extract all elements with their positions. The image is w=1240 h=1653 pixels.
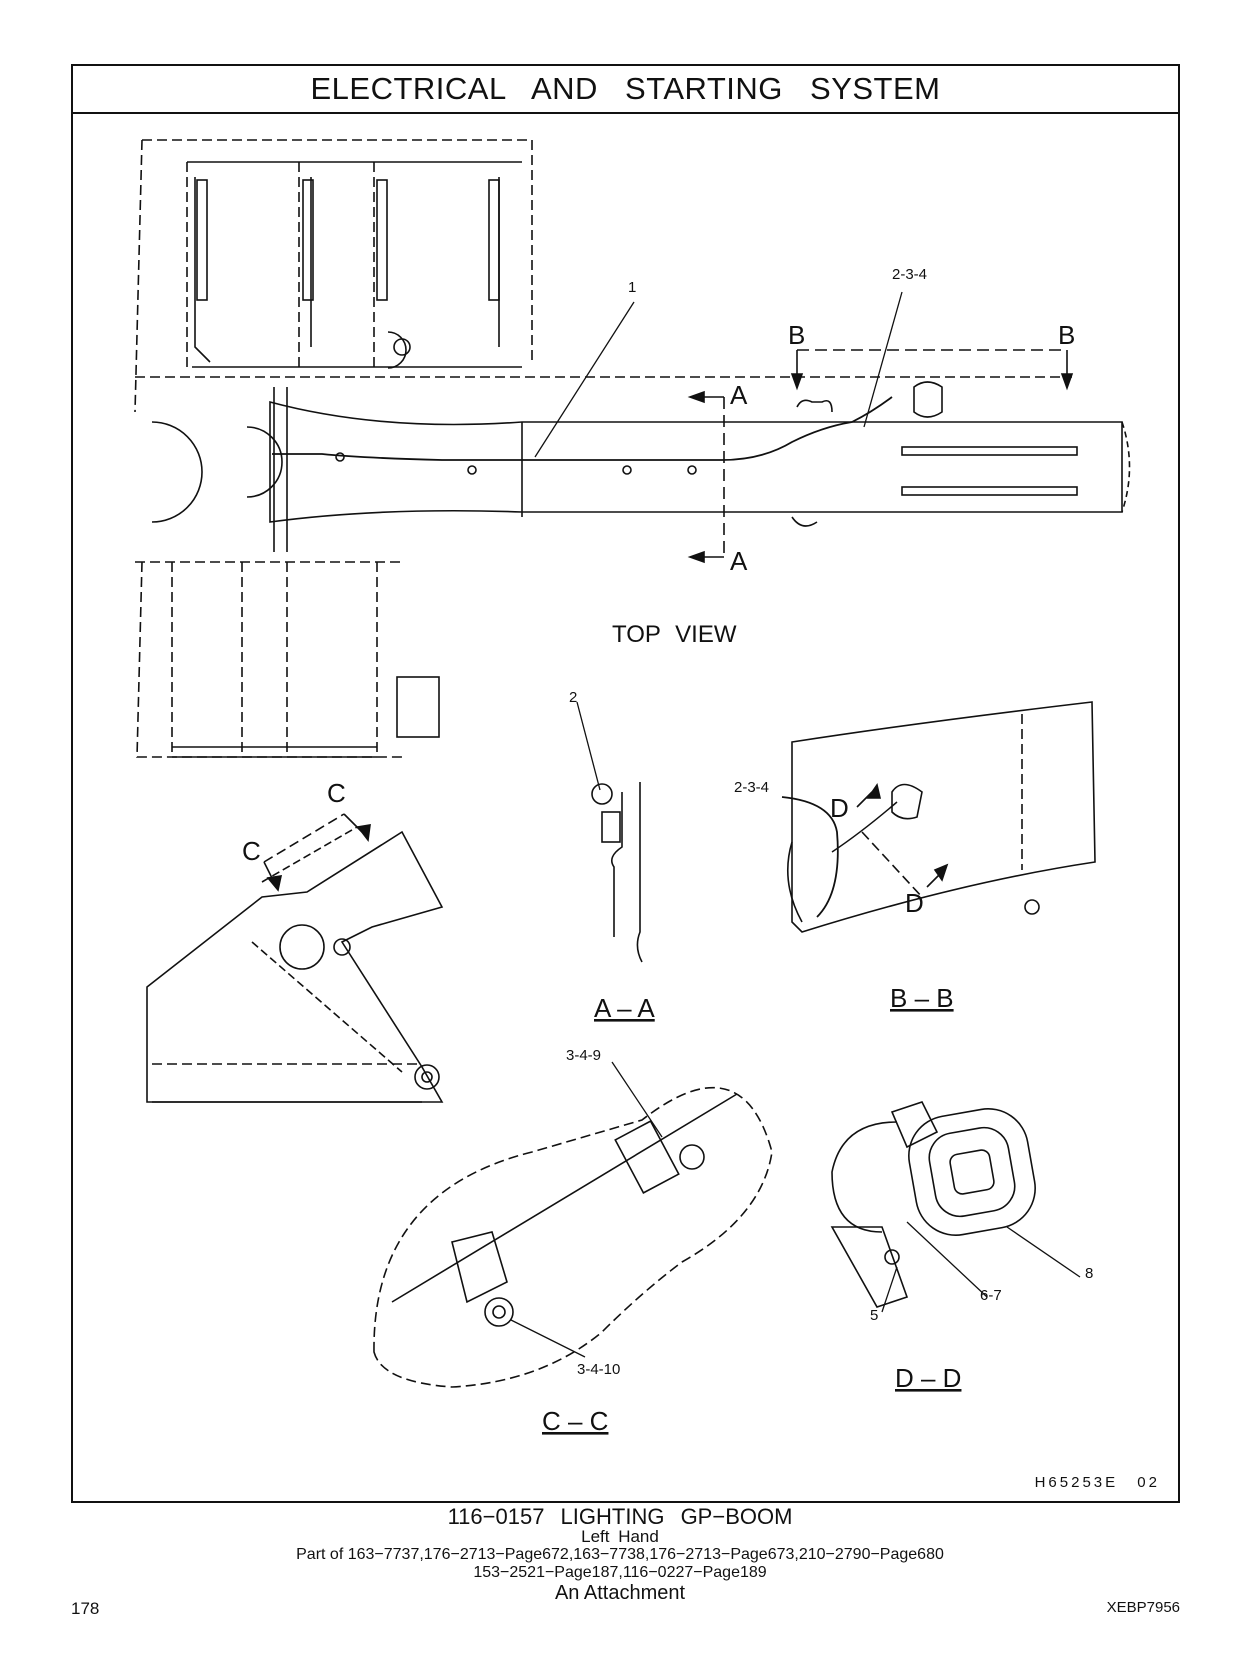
figure-caption: 116−0157 LIGHTING GP−BOOM Left Hand Part…	[0, 1504, 1240, 1605]
marker-c-upper: C	[327, 778, 346, 808]
section-aa-title: A – A	[594, 993, 655, 1023]
callout-1: 1	[628, 279, 636, 296]
section-bb-drawing	[781, 701, 1096, 933]
page-number: 178	[71, 1599, 100, 1618]
callout-bb-2-3-4: 2-3-4	[734, 779, 769, 796]
title-bar: ELECTRICAL AND STARTING SYSTEM	[73, 66, 1178, 114]
callout-dd-6-7: 6-7	[980, 1287, 1002, 1304]
section-cc-drawing	[146, 813, 444, 1103]
caption-subtitle: Left Hand	[581, 1527, 659, 1546]
top-view-drawing	[134, 139, 1131, 758]
section-aa-drawing	[576, 701, 643, 963]
page-title: ELECTRICAL AND STARTING SYSTEM	[310, 71, 941, 106]
illustration-code: H65253E 02	[1034, 1474, 1160, 1491]
section-dd-title: D – D	[895, 1363, 961, 1393]
marker-d-upper: D	[830, 793, 849, 823]
caption-part-of-line2: 153−2521−Page187,116−0227−Page189	[473, 1564, 767, 1581]
drawing-frame: ELECTRICAL AND STARTING SYSTEM	[71, 64, 1180, 1503]
caption-title: 116−0157 LIGHTING GP−BOOM	[447, 1504, 793, 1529]
section-cc-title: C – C	[542, 1406, 608, 1436]
drawing-labels: TOP VIEW 1 2-3-4 A A B B 2 2-3-4 D D C C…	[242, 266, 1093, 1436]
callout-dd-8: 8	[1085, 1265, 1093, 1282]
callout-aa-2: 2	[569, 689, 577, 706]
marker-b-right: B	[1058, 320, 1075, 350]
parts-illustration: TOP VIEW 1 2-3-4 A A B B 2 2-3-4 D D C C…	[134, 139, 1131, 1436]
callout-dd-5: 5	[870, 1307, 878, 1324]
marker-b-left: B	[788, 320, 805, 350]
marker-c-lower: C	[242, 836, 261, 866]
callout-top-2-3-4: 2-3-4	[892, 266, 927, 283]
marker-a-lower: A	[730, 546, 748, 576]
top-view-label: TOP VIEW	[612, 621, 737, 648]
section-dd-drawing	[830, 1101, 1081, 1313]
marker-d-lower: D	[905, 888, 924, 918]
marker-a-upper: A	[730, 380, 748, 410]
document-code: XEBP7956	[1106, 1599, 1180, 1616]
caption-attachment: An Attachment	[554, 1582, 686, 1604]
callout-cc-3-4-9: 3-4-9	[566, 1047, 601, 1064]
section-bb-title: B – B	[890, 983, 954, 1013]
section-cc-detail-drawing	[373, 1061, 773, 1388]
caption-part-of-line1: Part of 163−7737,176−2713−Page672,163−77…	[296, 1546, 944, 1563]
callout-cc-3-4-10: 3-4-10	[577, 1361, 620, 1378]
